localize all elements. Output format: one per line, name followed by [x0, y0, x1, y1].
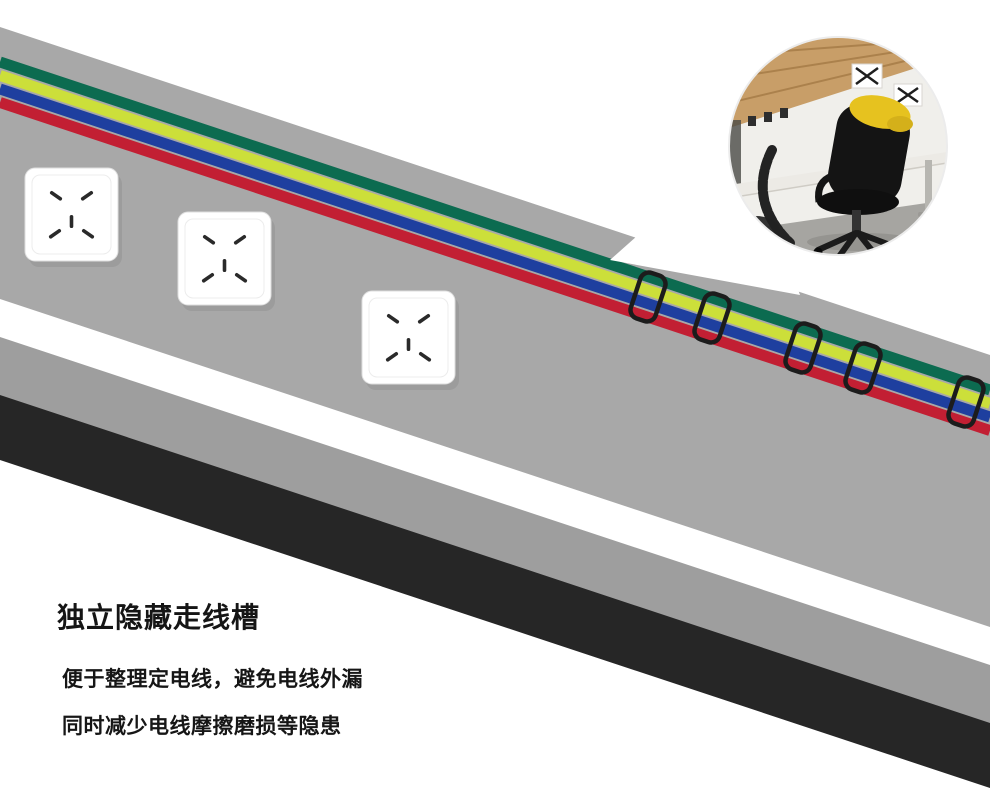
wire-blue [0, 83, 990, 423]
under-desk-shadow-band [0, 395, 990, 788]
cable-clip-4 [843, 341, 883, 395]
taped-paper-x-1 [851, 63, 883, 89]
cable-clip-1 [628, 270, 668, 324]
chair-column [852, 210, 861, 234]
wire-green [0, 56, 990, 396]
description-line-2: 同时减少电线摩擦磨损等隐患 [62, 714, 342, 738]
chair-seat [817, 189, 899, 215]
wire-yellow [0, 70, 990, 409]
caption-block: 独立隐藏走线槽 便于整理定电线，避免电线外漏 同时减少电线摩擦磨损等隐患 [57, 596, 363, 740]
cable-spine [757, 145, 795, 248]
yellow-jacket-sleeve [887, 116, 913, 132]
desk-lower-panel [0, 337, 990, 724]
inset-photo-rim [728, 36, 948, 256]
wall-papers [748, 108, 788, 126]
chair-base [815, 230, 901, 255]
office-chair [813, 95, 913, 255]
description-line-1: 便于整理定电线，避免电线外漏 [62, 667, 363, 691]
desk-back-panel [0, 27, 990, 627]
desk-leg [925, 160, 932, 215]
cable-clip-3 [783, 321, 823, 375]
wire-red [0, 97, 990, 436]
taped-paper-x-2 [893, 83, 923, 107]
product-title: 独立隐藏走线槽 [57, 601, 261, 634]
chair-backrest [828, 104, 910, 204]
power-socket-2 [177, 211, 276, 312]
cable-clip-2 [692, 291, 732, 345]
power-socket-3 [361, 290, 460, 391]
cable-clip-5 [946, 375, 986, 429]
power-socket-1 [24, 167, 123, 268]
